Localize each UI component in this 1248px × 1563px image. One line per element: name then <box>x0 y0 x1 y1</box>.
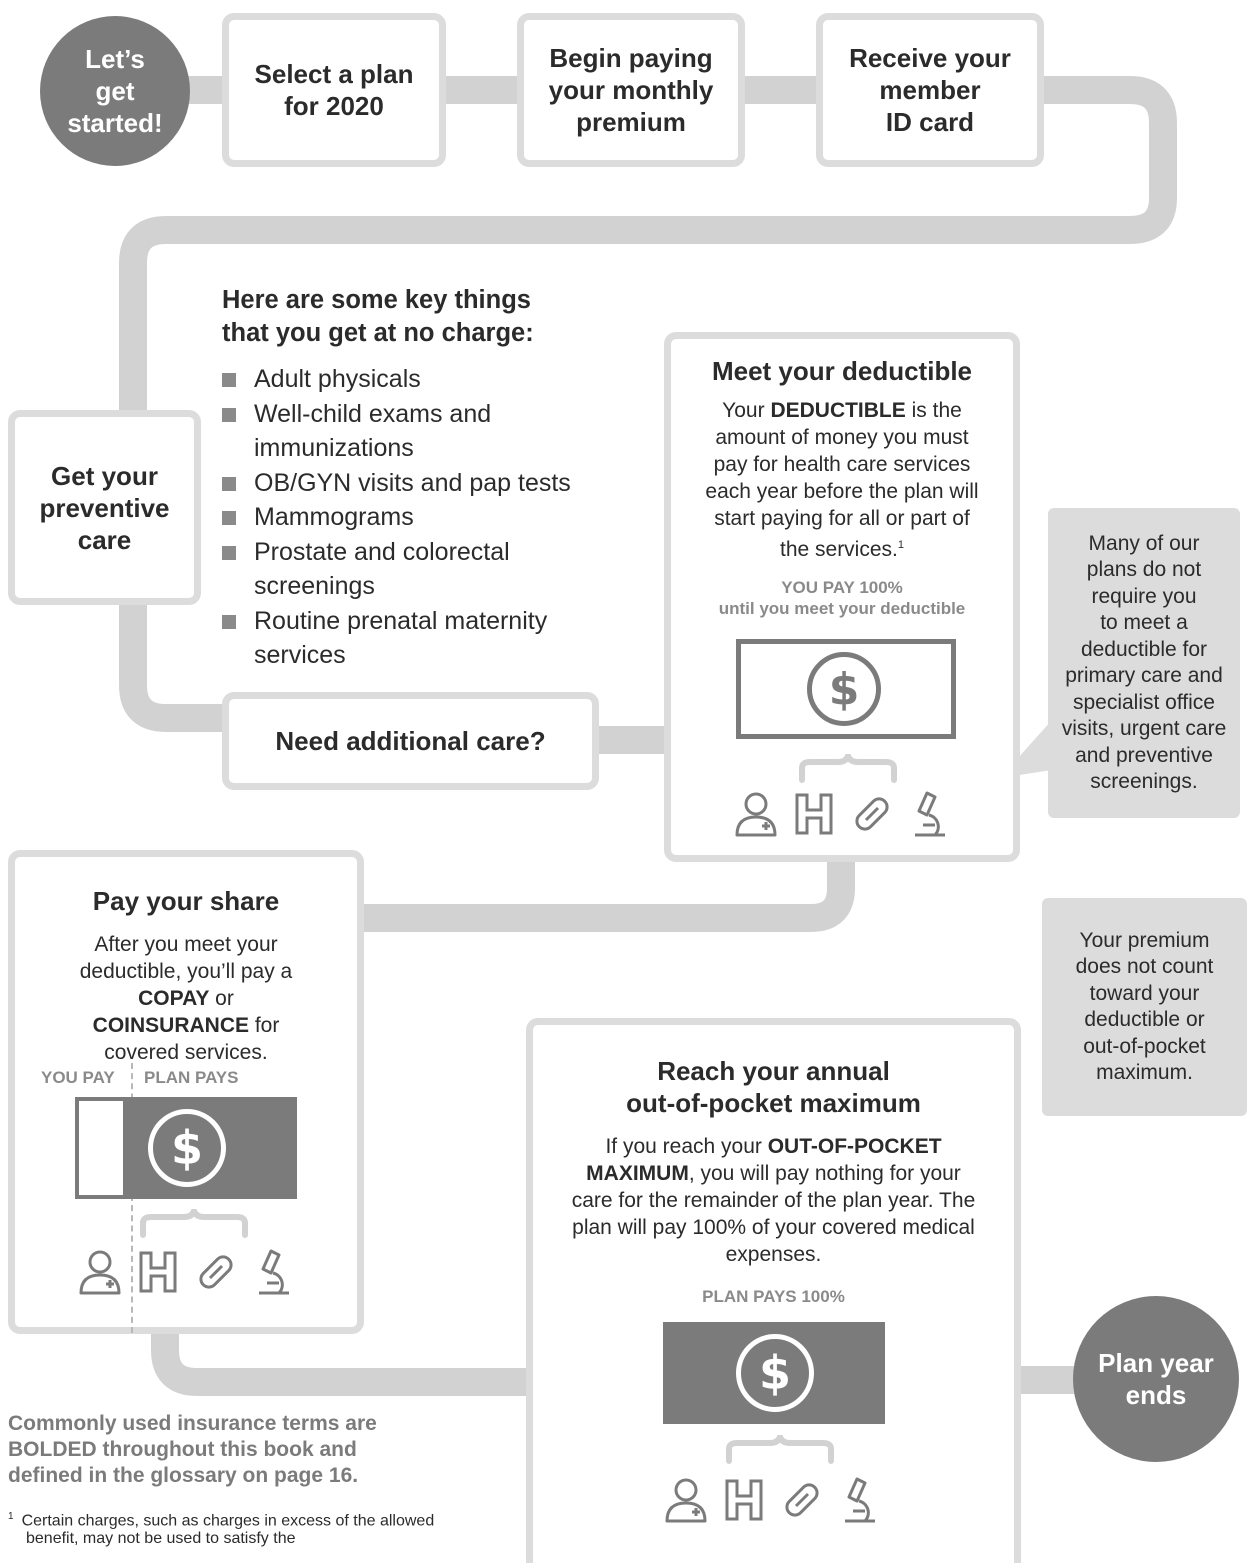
no-charge-heading: Here are some key things that you get at… <box>222 286 534 347</box>
bullet-square-icon <box>222 545 236 560</box>
pill-icon <box>199 1255 233 1289</box>
you-pay-portion <box>75 1097 127 1199</box>
dollar-icon: $ <box>736 1334 814 1412</box>
doctor-icon <box>665 1478 707 1523</box>
oop-term: OUT-OF-POCKET MAXIMUM <box>586 1135 942 1185</box>
hospital-icon <box>139 1251 177 1293</box>
dollar-icon: $ <box>807 652 881 726</box>
share-body: After you meet your deductible, you’ll p… <box>79 933 293 1064</box>
brace-icon <box>799 754 897 783</box>
deductible-body: Your DEDUCTIBLE is the amount of money y… <box>705 399 979 561</box>
dollar-icon: $ <box>148 1109 226 1187</box>
deductible-term: DEDUCTIBLE <box>770 399 906 422</box>
step-preventive-care: Get your preventive care <box>8 410 201 605</box>
deductible-title: Meet your deductible <box>711 356 973 386</box>
step-begin-paying-label: Begin paying your monthly premium <box>548 43 714 137</box>
footnote-mark: 1 <box>897 539 904 551</box>
share-bill-icon: $ <box>75 1097 297 1199</box>
bullet-square-icon <box>222 476 236 491</box>
deductible-panel: Meet your deductible Your DEDUCTIBLE is … <box>664 332 1020 862</box>
list-item: Well-child exams and immunizations <box>222 397 544 466</box>
bullet-square-icon <box>222 614 236 629</box>
doctor-icon <box>735 792 777 837</box>
step-receive-card-label: Receive your member ID card <box>849 43 1011 137</box>
brace-icon <box>726 1435 834 1464</box>
list-item: Routine prenatal maternity services <box>222 604 604 673</box>
step-select-plan-label: Select a plan for 2020 <box>254 59 414 121</box>
plan-pays-label: PLAN PAYS <box>144 1068 239 1087</box>
share-title: Pay your share <box>92 886 280 916</box>
care-icons <box>731 789 953 839</box>
oop-panel: Reach your annual out-of-pocket maximum … <box>526 1018 1021 1563</box>
step-preventive-care-label: Get your preventive care <box>39 460 170 555</box>
oop-title: Reach your annual out-of-pocket maximum <box>626 1056 921 1118</box>
step-additional-care-label: Need additional care? <box>275 726 546 756</box>
list-item: OB/GYN visits and pap tests <box>222 466 622 501</box>
step-additional-care: Need additional care? <box>222 692 599 790</box>
list-item: Prostate and colorectal screenings <box>222 535 564 604</box>
bullet-square-icon <box>222 511 236 525</box>
step-select-plan: Select a plan for 2020 <box>222 13 446 167</box>
hospital-icon <box>795 793 833 835</box>
end-circle: Plan year ends <box>1073 1296 1239 1462</box>
coinsurance-term: COINSURANCE <box>92 1014 249 1037</box>
footnote-text: Certain charges, such as charges in exce… <box>21 1512 435 1548</box>
no-charge-list: Adult physicals Well-child exams and imm… <box>222 362 622 673</box>
pill-icon <box>785 1483 819 1517</box>
footnote-mark: 1 <box>8 1511 14 1522</box>
bolded-terms-note: Commonly used insurance terms are BOLDED… <box>8 1412 377 1487</box>
no-charge-section: Here are some key things that you get at… <box>222 284 622 673</box>
brace-icon <box>140 1209 248 1238</box>
deductible-bill-icon: $ <box>736 639 956 739</box>
microscope-icon <box>259 1249 289 1295</box>
deductible-note: Many of our plans do not require you to … <box>1048 508 1240 818</box>
you-pay-label: YOU PAY <box>41 1068 115 1087</box>
oop-caption: PLAN PAYS 100% <box>702 1287 845 1306</box>
hospital-icon <box>725 1479 763 1521</box>
share-panel: Pay your share After you meet your deduc… <box>8 850 364 1334</box>
microscope-icon <box>915 791 945 837</box>
bullet-square-icon <box>222 373 236 387</box>
copay-term: COPAY <box>138 987 210 1010</box>
care-icons <box>661 1475 883 1525</box>
start-circle: Let’s get started! <box>40 16 190 166</box>
doctor-icon <box>79 1250 121 1295</box>
footnote: 1 Certain charges, such as charges in exc… <box>8 1508 476 1548</box>
list-item: Adult physicals <box>222 362 622 397</box>
bullet-square-icon <box>222 407 236 422</box>
step-begin-paying: Begin paying your monthly premium <box>517 13 745 167</box>
list-item: Mammograms <box>222 500 622 535</box>
care-icons <box>75 1247 297 1297</box>
premium-note: Your premium does not count toward your … <box>1042 898 1247 1116</box>
oop-bill-icon: $ <box>663 1322 885 1424</box>
microscope-icon <box>845 1477 875 1523</box>
deductible-caption: YOU PAY 100% until you meet your deducti… <box>718 578 966 618</box>
pill-icon <box>855 797 889 831</box>
step-receive-card: Receive your member ID card <box>816 13 1044 167</box>
oop-body: If you reach your OUT-OF-POCKET MAXIMUM,… <box>571 1135 976 1266</box>
